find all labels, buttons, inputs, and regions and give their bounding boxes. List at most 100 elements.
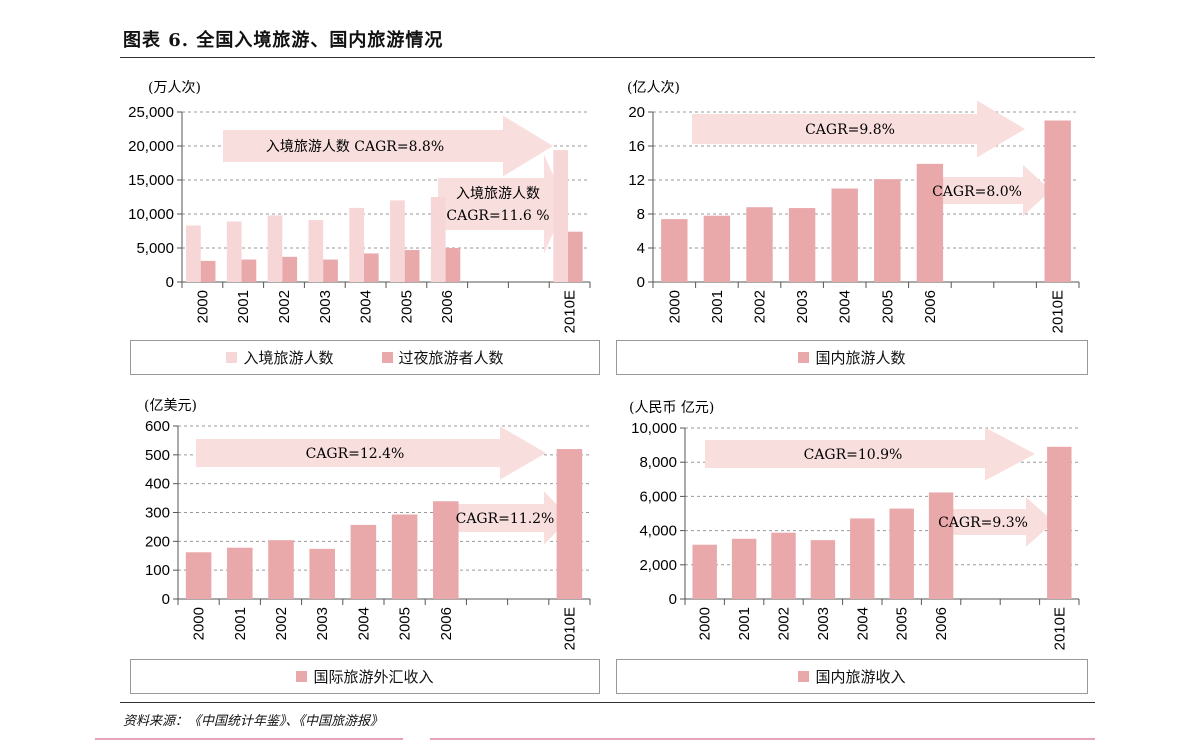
y-axis-unit-label: (万人次) xyxy=(148,80,201,96)
x-tick-label: 2002 xyxy=(752,290,769,323)
y-tick-label: 25,000 xyxy=(128,104,174,121)
cagr-annotation: CAGR=10.9% xyxy=(804,447,903,463)
bar-value xyxy=(889,508,914,599)
x-tick-label: 2002 xyxy=(776,607,793,640)
cagr-arrow xyxy=(438,154,566,254)
y-tick-label: 400 xyxy=(145,476,170,493)
x-tick-label: 2010E xyxy=(1051,607,1068,650)
x-tick-label: 2004 xyxy=(837,290,854,323)
y-tick-label: 0 xyxy=(162,591,170,608)
bar-value xyxy=(771,532,796,599)
x-tick-label: 2010E xyxy=(561,607,578,650)
legend-label: 国际旅游外汇收入 xyxy=(313,668,434,686)
bar-overnight xyxy=(282,256,298,282)
x-tick-label: 2005 xyxy=(398,290,415,323)
bar-value xyxy=(556,449,583,599)
x-tick-label: 2002 xyxy=(273,607,290,640)
bar-overnight xyxy=(241,259,257,282)
bar-value xyxy=(874,179,901,282)
bar-value xyxy=(227,547,253,599)
x-tick-label: 2003 xyxy=(815,607,832,640)
cagr-annotation: CAGR=9.3% xyxy=(938,515,1028,531)
legend-swatch xyxy=(296,671,308,682)
bar-overnight xyxy=(567,231,583,282)
y-tick-label: 20 xyxy=(628,104,645,121)
bar-value xyxy=(831,188,858,282)
bar-value xyxy=(433,501,459,599)
legend-domestic-revenue: 国内旅游收入 xyxy=(616,659,1088,694)
bar-overnight xyxy=(363,253,379,282)
legend-item: 国际旅游外汇收入 xyxy=(296,666,434,687)
cagr-arrow xyxy=(223,115,553,177)
y-tick-label: 600 xyxy=(145,418,170,435)
legend-label: 国内旅游人数 xyxy=(815,349,906,367)
footer-line-right xyxy=(430,738,1095,740)
legend-intl-revenue: 国际旅游外汇收入 xyxy=(130,659,600,694)
bar-overnight xyxy=(323,259,338,282)
x-tick-label: 2006 xyxy=(439,290,456,323)
footer-line-left xyxy=(95,738,403,740)
bar-value xyxy=(1044,120,1071,282)
cagr-annotation: CAGR=11.6 % xyxy=(446,208,549,224)
y-tick-label: 0 xyxy=(637,274,645,291)
y-tick-label: 16 xyxy=(628,138,645,155)
x-tick-label: 2000 xyxy=(697,607,714,640)
x-tick-label: 2005 xyxy=(879,290,896,323)
x-tick-label: 2001 xyxy=(709,290,726,323)
x-tick-label: 2000 xyxy=(666,290,683,323)
x-tick-label: 2000 xyxy=(194,290,211,323)
bar-value xyxy=(692,544,717,599)
bar-overnight xyxy=(404,250,420,282)
cagr-annotation: CAGR=9.8% xyxy=(805,122,895,138)
legend-inbound: 入境旅游人数 过夜旅游者人数 xyxy=(130,340,600,375)
cagr-annotation: 入境旅游人数 CAGR=8.8% xyxy=(266,139,444,155)
legend-item: 过夜旅游者人数 xyxy=(381,347,504,368)
figure-title: 图表 6. 全国入境旅游、国内旅游情况 xyxy=(123,30,444,51)
title-divider xyxy=(120,57,1095,58)
y-tick-label: 0 xyxy=(166,274,174,291)
bar-value xyxy=(661,219,688,282)
y-tick-label: 300 xyxy=(145,505,170,522)
cagr-arrow xyxy=(705,427,1035,481)
y-tick-label: 200 xyxy=(145,533,170,550)
y-tick-label: 0 xyxy=(669,591,677,608)
bar-inbound xyxy=(553,150,568,282)
bar-value xyxy=(309,548,335,599)
source-divider xyxy=(120,702,1095,703)
legend-swatch xyxy=(798,352,810,363)
y-tick-label: 15,000 xyxy=(128,172,174,189)
y-tick-label: 4,000 xyxy=(639,523,677,540)
bar-inbound xyxy=(308,220,324,282)
x-tick-label: 2000 xyxy=(191,607,208,640)
y-tick-label: 10,000 xyxy=(128,206,174,223)
cagr-arrow xyxy=(936,164,1051,217)
y-tick-label: 4 xyxy=(637,240,645,257)
y-tick-label: 6,000 xyxy=(639,488,677,505)
cagr-arrow xyxy=(196,426,546,480)
y-tick-label: 10,000 xyxy=(631,420,677,437)
bar-value xyxy=(916,163,944,282)
bar-value xyxy=(268,540,294,599)
source-note: 资料来源：《中国统计年鉴》、《中国旅游报》 xyxy=(123,714,384,729)
x-tick-label: 2004 xyxy=(358,290,375,323)
bar-inbound xyxy=(349,207,364,282)
y-tick-label: 8 xyxy=(637,206,645,223)
cagr-annotation: 入境旅游人数 xyxy=(456,186,540,202)
bar-value xyxy=(1047,446,1072,599)
x-tick-label: 2002 xyxy=(276,290,293,323)
y-tick-label: 500 xyxy=(145,447,170,464)
x-tick-label: 2001 xyxy=(736,607,753,640)
legend-item: 国内旅游人数 xyxy=(798,347,906,368)
y-axis-unit-label: (亿人次) xyxy=(627,80,680,96)
x-tick-label: 2001 xyxy=(235,290,252,323)
bar-overnight xyxy=(445,248,461,282)
legend-domestic-tourists: 国内旅游人数 xyxy=(616,340,1088,375)
legend-swatch xyxy=(798,671,810,682)
bar-value xyxy=(185,552,212,599)
x-tick-label: 2001 xyxy=(232,607,249,640)
legend-item: 入境旅游人数 xyxy=(226,347,334,368)
bar-overnight xyxy=(200,260,216,282)
legend-label: 过夜旅游者人数 xyxy=(398,349,504,367)
